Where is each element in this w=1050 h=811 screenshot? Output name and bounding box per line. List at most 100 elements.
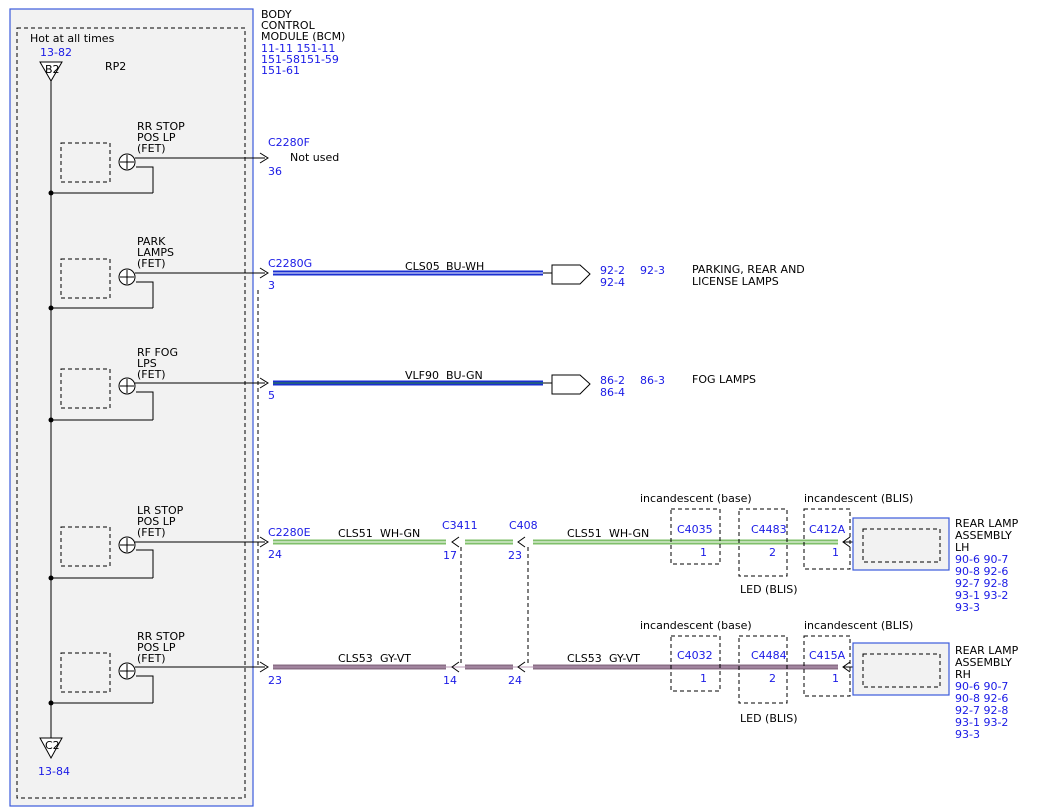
inline-c3411-connector[interactable]: C3411 bbox=[442, 519, 478, 532]
rh-assembly-ref-5[interactable]: 93-3 bbox=[955, 728, 980, 741]
module-ref-line-2[interactable]: 151-58151-59 bbox=[261, 53, 339, 66]
fet-1-return bbox=[136, 166, 154, 193]
circuit-5-wire2-color: GY-VT bbox=[609, 652, 640, 665]
circuit-4-pin[interactable]: 24 bbox=[268, 548, 282, 561]
inline-5a-pin[interactable]: 14 bbox=[443, 674, 457, 687]
lh-conn-1-connector[interactable]: C4035 bbox=[677, 523, 713, 536]
rear-lamp-lh-assembly[interactable] bbox=[852, 517, 950, 571]
inline-c408-connector[interactable]: C408 bbox=[509, 519, 538, 532]
rh-conn-1-pin[interactable]: 1 bbox=[700, 672, 707, 685]
rh-conn-3-pin[interactable]: 1 bbox=[832, 672, 839, 685]
rear-lamp-rh-inner bbox=[862, 653, 941, 688]
fet-4-label-3: (FET) bbox=[137, 526, 166, 539]
lh-assembly-ref-1[interactable]: 90-6 90-7 bbox=[955, 553, 1008, 566]
fet-1-label-3: (FET) bbox=[137, 142, 166, 155]
lh-conn-2-box bbox=[738, 508, 788, 577]
fet-5-driver-box bbox=[60, 652, 111, 693]
fet-3-return bbox=[136, 391, 154, 420]
circuit-3-pin-arrow-icon bbox=[259, 377, 269, 389]
rh-conn-2-connector[interactable]: C4484 bbox=[751, 649, 787, 662]
lh-assembly-ref-4[interactable]: 93-1 93-2 bbox=[955, 589, 1008, 602]
circuit-2-dest-label-2: LICENSE LAMPS bbox=[692, 275, 779, 288]
relay-label: RP2 bbox=[105, 60, 126, 73]
circuit-3-dest-ref-2[interactable]: 86-3 bbox=[640, 374, 665, 387]
hot-at-all-times-label: Hot at all times bbox=[30, 32, 115, 45]
circuit-4-wire-id: CLS51 bbox=[338, 527, 373, 540]
lh-assembly-ref-3[interactable]: 92-7 92-8 bbox=[955, 577, 1008, 590]
lh-assembly-ref-2[interactable]: 90-8 92-6 bbox=[955, 565, 1008, 578]
lh-conn-2-connector[interactable]: C4483 bbox=[751, 523, 787, 536]
circuit-4-wire-color: WH-GN bbox=[380, 527, 420, 540]
circuit-3-wire-color: BU-GN bbox=[446, 369, 483, 382]
bcm-module-box bbox=[9, 8, 254, 807]
module-title-line-1: BODY bbox=[261, 8, 292, 21]
fet-4-label-1: LR STOP bbox=[137, 504, 184, 517]
circuit-3-dest-ref-3[interactable]: 86-4 bbox=[600, 386, 625, 399]
rh-assembly-ref-1[interactable]: 90-6 90-7 bbox=[955, 680, 1008, 693]
inline-c3411-pin[interactable]: 17 bbox=[443, 549, 457, 562]
inline-c408-pin[interactable]: 23 bbox=[508, 549, 522, 562]
rh-conn-3-connector[interactable]: C415A bbox=[809, 649, 846, 662]
lh-conn-3-pin[interactable]: 1 bbox=[832, 546, 839, 559]
module-title-line-2: CONTROL bbox=[261, 19, 316, 32]
rh-conn-2-box bbox=[738, 635, 788, 704]
rh-assembly-ref-3[interactable]: 92-7 92-8 bbox=[955, 704, 1008, 717]
fet-4-return bbox=[136, 549, 154, 578]
lh-conn-3-top-label: incandescent (BLIS) bbox=[804, 492, 913, 505]
circuit-3-dest-ref-1[interactable]: 86-2 bbox=[600, 374, 625, 387]
rh-conn-2-pin[interactable]: 2 bbox=[769, 672, 776, 685]
rh-conn-1-box bbox=[670, 635, 721, 692]
circuit-3-dest-label: FOG LAMPS bbox=[692, 373, 756, 386]
rear-lamp-lh-inner bbox=[862, 528, 941, 563]
fet-5-return bbox=[136, 675, 154, 703]
circuit-2-pin[interactable]: 3 bbox=[268, 279, 275, 292]
inline-5b-pin[interactable]: 24 bbox=[508, 674, 522, 687]
lh-conn-3-box bbox=[803, 508, 851, 570]
bottom-splice-ref[interactable]: 13-84 bbox=[38, 765, 70, 778]
circuit-2-wire-id: CLS05 bbox=[405, 260, 440, 273]
lh-conn-1-top-label: incandescent (base) bbox=[640, 492, 752, 505]
fet-5-label-1: RR STOP bbox=[137, 630, 185, 643]
top-splice-ref[interactable]: 13-82 bbox=[40, 46, 72, 59]
rh-assembly-ref-4[interactable]: 93-1 93-2 bbox=[955, 716, 1008, 729]
lh-conn-3-connector[interactable]: C412A bbox=[809, 523, 846, 536]
circuit-2-dest-ref-1[interactable]: 92-2 bbox=[600, 264, 625, 277]
circuit-1-pin[interactable]: 36 bbox=[268, 165, 282, 178]
lh-assembly-ref-5[interactable]: 93-3 bbox=[955, 601, 980, 614]
fet-2-label-2: LAMPS bbox=[137, 246, 174, 259]
lh-conn-1-pin[interactable]: 1 bbox=[700, 546, 707, 559]
rh-assembly-label-1: REAR LAMP bbox=[955, 644, 1019, 657]
circuit-2-dest-ref-2[interactable]: 92-3 bbox=[640, 264, 665, 277]
module-ref-line-1[interactable]: 11-11 151-11 bbox=[261, 42, 335, 55]
circuit-5-pin[interactable]: 23 bbox=[268, 674, 282, 687]
rh-assembly-ref-2[interactable]: 90-8 92-6 bbox=[955, 692, 1008, 705]
rh-conn-1-connector[interactable]: C4032 bbox=[677, 649, 713, 662]
top-splice-triangle-icon bbox=[39, 61, 63, 82]
module-ref-line-3[interactable]: 151-61 bbox=[261, 64, 300, 77]
lh-conn-2-bottom-label: LED (BLIS) bbox=[740, 583, 798, 596]
circuit-2-dest-label-1: PARKING, REAR AND bbox=[692, 263, 805, 276]
fet-4-label-2: POS LP bbox=[137, 515, 176, 528]
circuit-1-connector[interactable]: C2280F bbox=[268, 136, 310, 149]
fet-1-label-1: RR STOP bbox=[137, 120, 185, 133]
fet-3-label-1: RF FOG bbox=[137, 346, 178, 359]
inline-c408-arrow-icon bbox=[517, 536, 526, 548]
inline-5a-arrow-icon bbox=[451, 661, 460, 673]
lh-conn-2-pin[interactable]: 2 bbox=[769, 546, 776, 559]
rh-conn-3-top-label: incandescent (BLIS) bbox=[804, 619, 913, 632]
rear-lamp-rh-assembly[interactable] bbox=[852, 642, 950, 696]
rh-assembly-label-2: ASSEMBLY bbox=[955, 656, 1012, 669]
circuit-3-pin[interactable]: 5 bbox=[268, 389, 275, 402]
fet-5-label-2: POS LP bbox=[137, 641, 176, 654]
fet-3-label-3: (FET) bbox=[137, 368, 166, 381]
circuit-1-pin-arrow-icon bbox=[259, 152, 269, 164]
fet-1-driver-box bbox=[60, 142, 111, 183]
lh-assembly-label-2: ASSEMBLY bbox=[955, 529, 1012, 542]
circuit-5-wire2-id: CLS53 bbox=[567, 652, 602, 665]
circuit-2-dest-ref-3[interactable]: 92-4 bbox=[600, 276, 625, 289]
circuit-5-pin-arrow-icon bbox=[259, 661, 269, 673]
circuit-2-connector[interactable]: C2280G bbox=[268, 257, 312, 270]
inline-5b-arrow-icon bbox=[517, 661, 526, 673]
circuit-4-wire2-color: WH-GN bbox=[609, 527, 649, 540]
circuit-4-connector[interactable]: C2280E bbox=[268, 526, 311, 539]
